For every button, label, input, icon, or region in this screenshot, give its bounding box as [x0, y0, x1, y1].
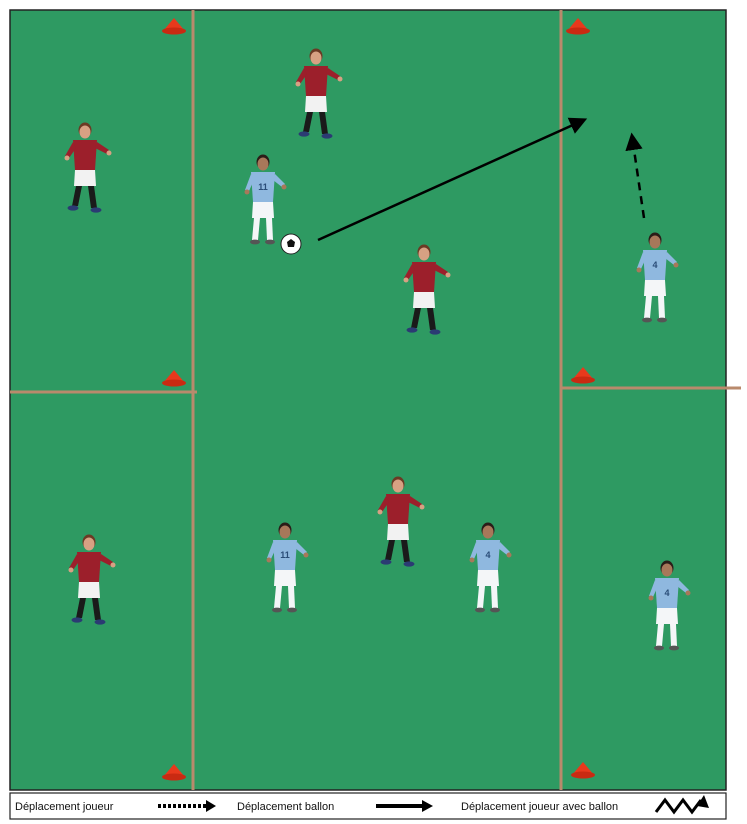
svg-text:4: 4	[652, 260, 657, 270]
legend-ball-move-label: Déplacement ballon	[237, 801, 334, 813]
svg-text:4: 4	[485, 550, 490, 560]
pitch	[10, 10, 726, 790]
svg-text:4: 4	[664, 588, 669, 598]
legend: Déplacement joueur Déplacement ballon Dé…	[10, 793, 726, 819]
legend-player-move-label: Déplacement joueur	[15, 801, 114, 813]
svg-text:11: 11	[258, 182, 268, 192]
legend-box	[10, 793, 726, 819]
ball-icon	[281, 234, 301, 254]
legend-dribble-label: Déplacement joueur avec ballon	[461, 801, 618, 813]
svg-text:11: 11	[280, 550, 290, 560]
